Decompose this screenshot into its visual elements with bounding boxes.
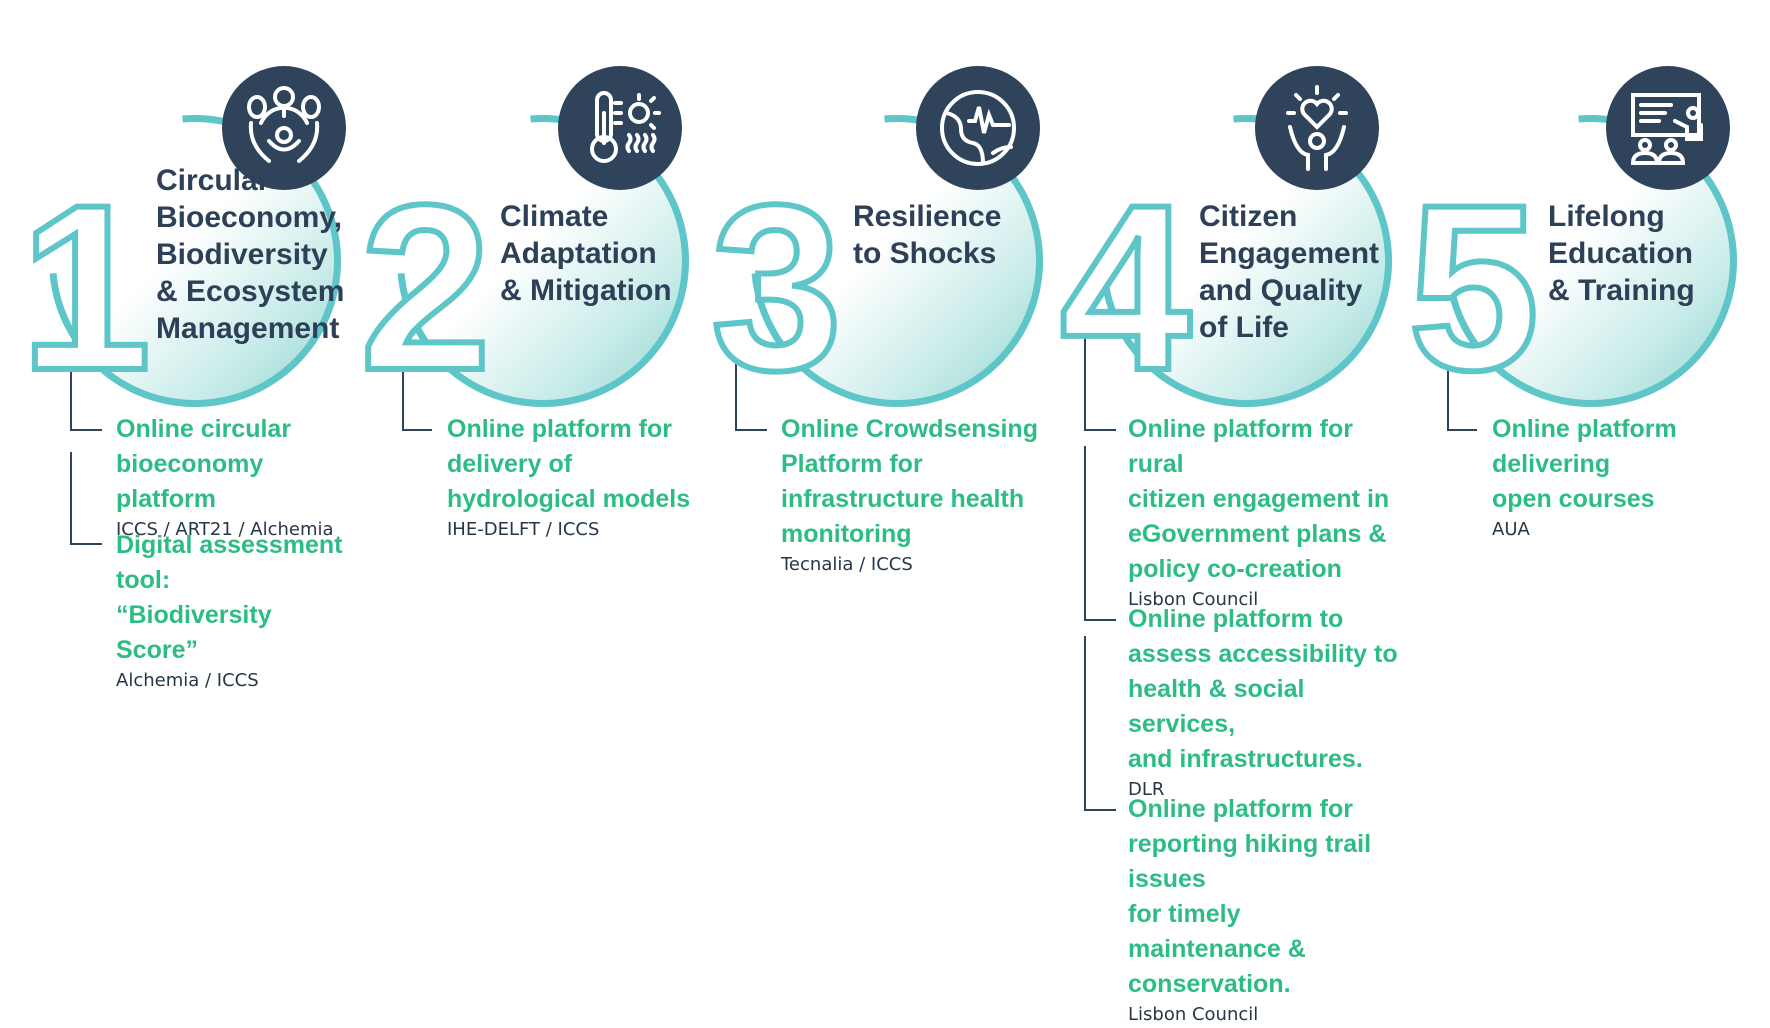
person-heart-raised-hands-icon [1255, 66, 1379, 190]
connector-line [402, 429, 432, 431]
title-line: & Training [1548, 274, 1695, 307]
platform-partners: ICCS / ART21 / Alchemia [116, 519, 334, 540]
pillar-number: 1 [17, 156, 154, 420]
title-line: of Life [1199, 311, 1289, 344]
pillar-number: 4 [1057, 156, 1194, 420]
platform-name: Online platform for rural citizen engage… [1128, 415, 1390, 583]
connector-line [70, 429, 102, 431]
platform-name: Online platform for delivery of hydrolog… [447, 415, 691, 513]
platform-partners: DLR [1128, 779, 1165, 800]
title-line: Bioeconomy, [156, 201, 343, 234]
pillar-title: Citizen Engagement and Quality of Life [1199, 198, 1379, 346]
platform-name: Digital assessment tool: “Biodiversity S… [116, 531, 343, 664]
title-line: Resilience [853, 200, 1002, 233]
connector-line [735, 429, 767, 431]
pillar-title: Climate Adaptation & Mitigation [500, 198, 672, 309]
platform-item: Online Crowdsensing Platform for infrast… [781, 412, 1038, 578]
platform-partners: AUA [1492, 519, 1530, 540]
title-line: Engagement [1199, 237, 1380, 270]
connector-line [1084, 636, 1086, 810]
title-line: Education [1548, 237, 1694, 270]
platform-name: Online platform for reporting hiking tra… [1128, 795, 1372, 998]
teacher-classroom-icon [1606, 66, 1730, 190]
platform-name: Online platform to assess accessibility … [1128, 605, 1398, 773]
platform-partners: IHE-DELFT / ICCS [447, 519, 600, 540]
platform-item: Online platform for delivery of hydrolog… [447, 412, 690, 543]
title-line: and Quality [1199, 274, 1363, 307]
platform-name: Online platform delivering open courses [1492, 415, 1677, 513]
platform-partners: Tecnalia / ICCS [781, 554, 913, 575]
title-line: & Ecosystem [156, 275, 345, 308]
connector-line [1447, 429, 1477, 431]
title-line: to Shocks [853, 237, 997, 270]
title-line: Management [156, 312, 340, 345]
title-line: Citizen [1199, 200, 1298, 233]
globe-seismic-wave-icon [916, 66, 1040, 190]
connector-line [70, 452, 72, 544]
thermometer-sun-icon [558, 66, 682, 190]
pillar-1: 1 Circular Bioeconomy, Biodiversity & Ec… [0, 0, 401, 990]
connector-line [1084, 809, 1116, 811]
hands-holding-earth-trees-icon [222, 66, 346, 190]
platform-item: Online platform to assess accessibility … [1128, 602, 1400, 803]
title-line: Climate [500, 200, 609, 233]
platform-item: Online platform for reporting hiking tra… [1128, 792, 1400, 1028]
connector-line [402, 360, 404, 430]
pillar-number: 5 [1405, 156, 1542, 420]
title-line: & Mitigation [500, 274, 672, 307]
pillar-number: 2 [357, 156, 494, 420]
platform-item: Digital assessment tool: “Biodiversity S… [116, 528, 348, 694]
pillar-title: Lifelong Education & Training [1548, 198, 1695, 309]
connector-line [1084, 335, 1086, 430]
pillar-5: 5 Lifelong Education & Training Online p… [1385, 0, 1770, 990]
connector-line [735, 340, 737, 430]
title-line: Circular [156, 164, 270, 197]
connector-line [1084, 619, 1116, 621]
title-line: Adaptation [500, 237, 657, 270]
platform-partners: Lisbon Council [1128, 1004, 1259, 1025]
title-line: Lifelong [1548, 200, 1665, 233]
pillar-4: 4 Citizen Engagement and Quality of Life… [1040, 0, 1452, 1025]
platform-partners: Alchemia / ICCS [116, 670, 259, 691]
platform-name: Online circular bioeconomy platform [116, 415, 292, 513]
platform-item: Online platform delivering open courses … [1492, 412, 1677, 543]
connector-line [1084, 429, 1116, 431]
connector-line [70, 360, 72, 430]
pillar-3: 3 Resilience to Shocks Online Crowdsensi… [691, 0, 1103, 990]
platform-item: Online platform for rural citizen engage… [1128, 412, 1400, 613]
connector-line [1447, 352, 1449, 430]
platform-item: Online circular bioeconomy platform ICCS… [116, 412, 348, 543]
connector-line [70, 543, 102, 545]
connector-line [1084, 446, 1086, 620]
platform-name: Online Crowdsensing Platform for infrast… [781, 415, 1038, 548]
pillar-title: Resilience to Shocks [853, 198, 1001, 272]
pillar-number: 3 [708, 156, 845, 420]
title-line: Biodiversity [156, 238, 328, 271]
pillar-title: Circular Bioeconomy, Biodiversity & Ecos… [156, 162, 344, 347]
platform-partners: Lisbon Council [1128, 589, 1259, 610]
pillar-2: 2 Climate Adaptation & Mitigation Online… [337, 0, 749, 990]
